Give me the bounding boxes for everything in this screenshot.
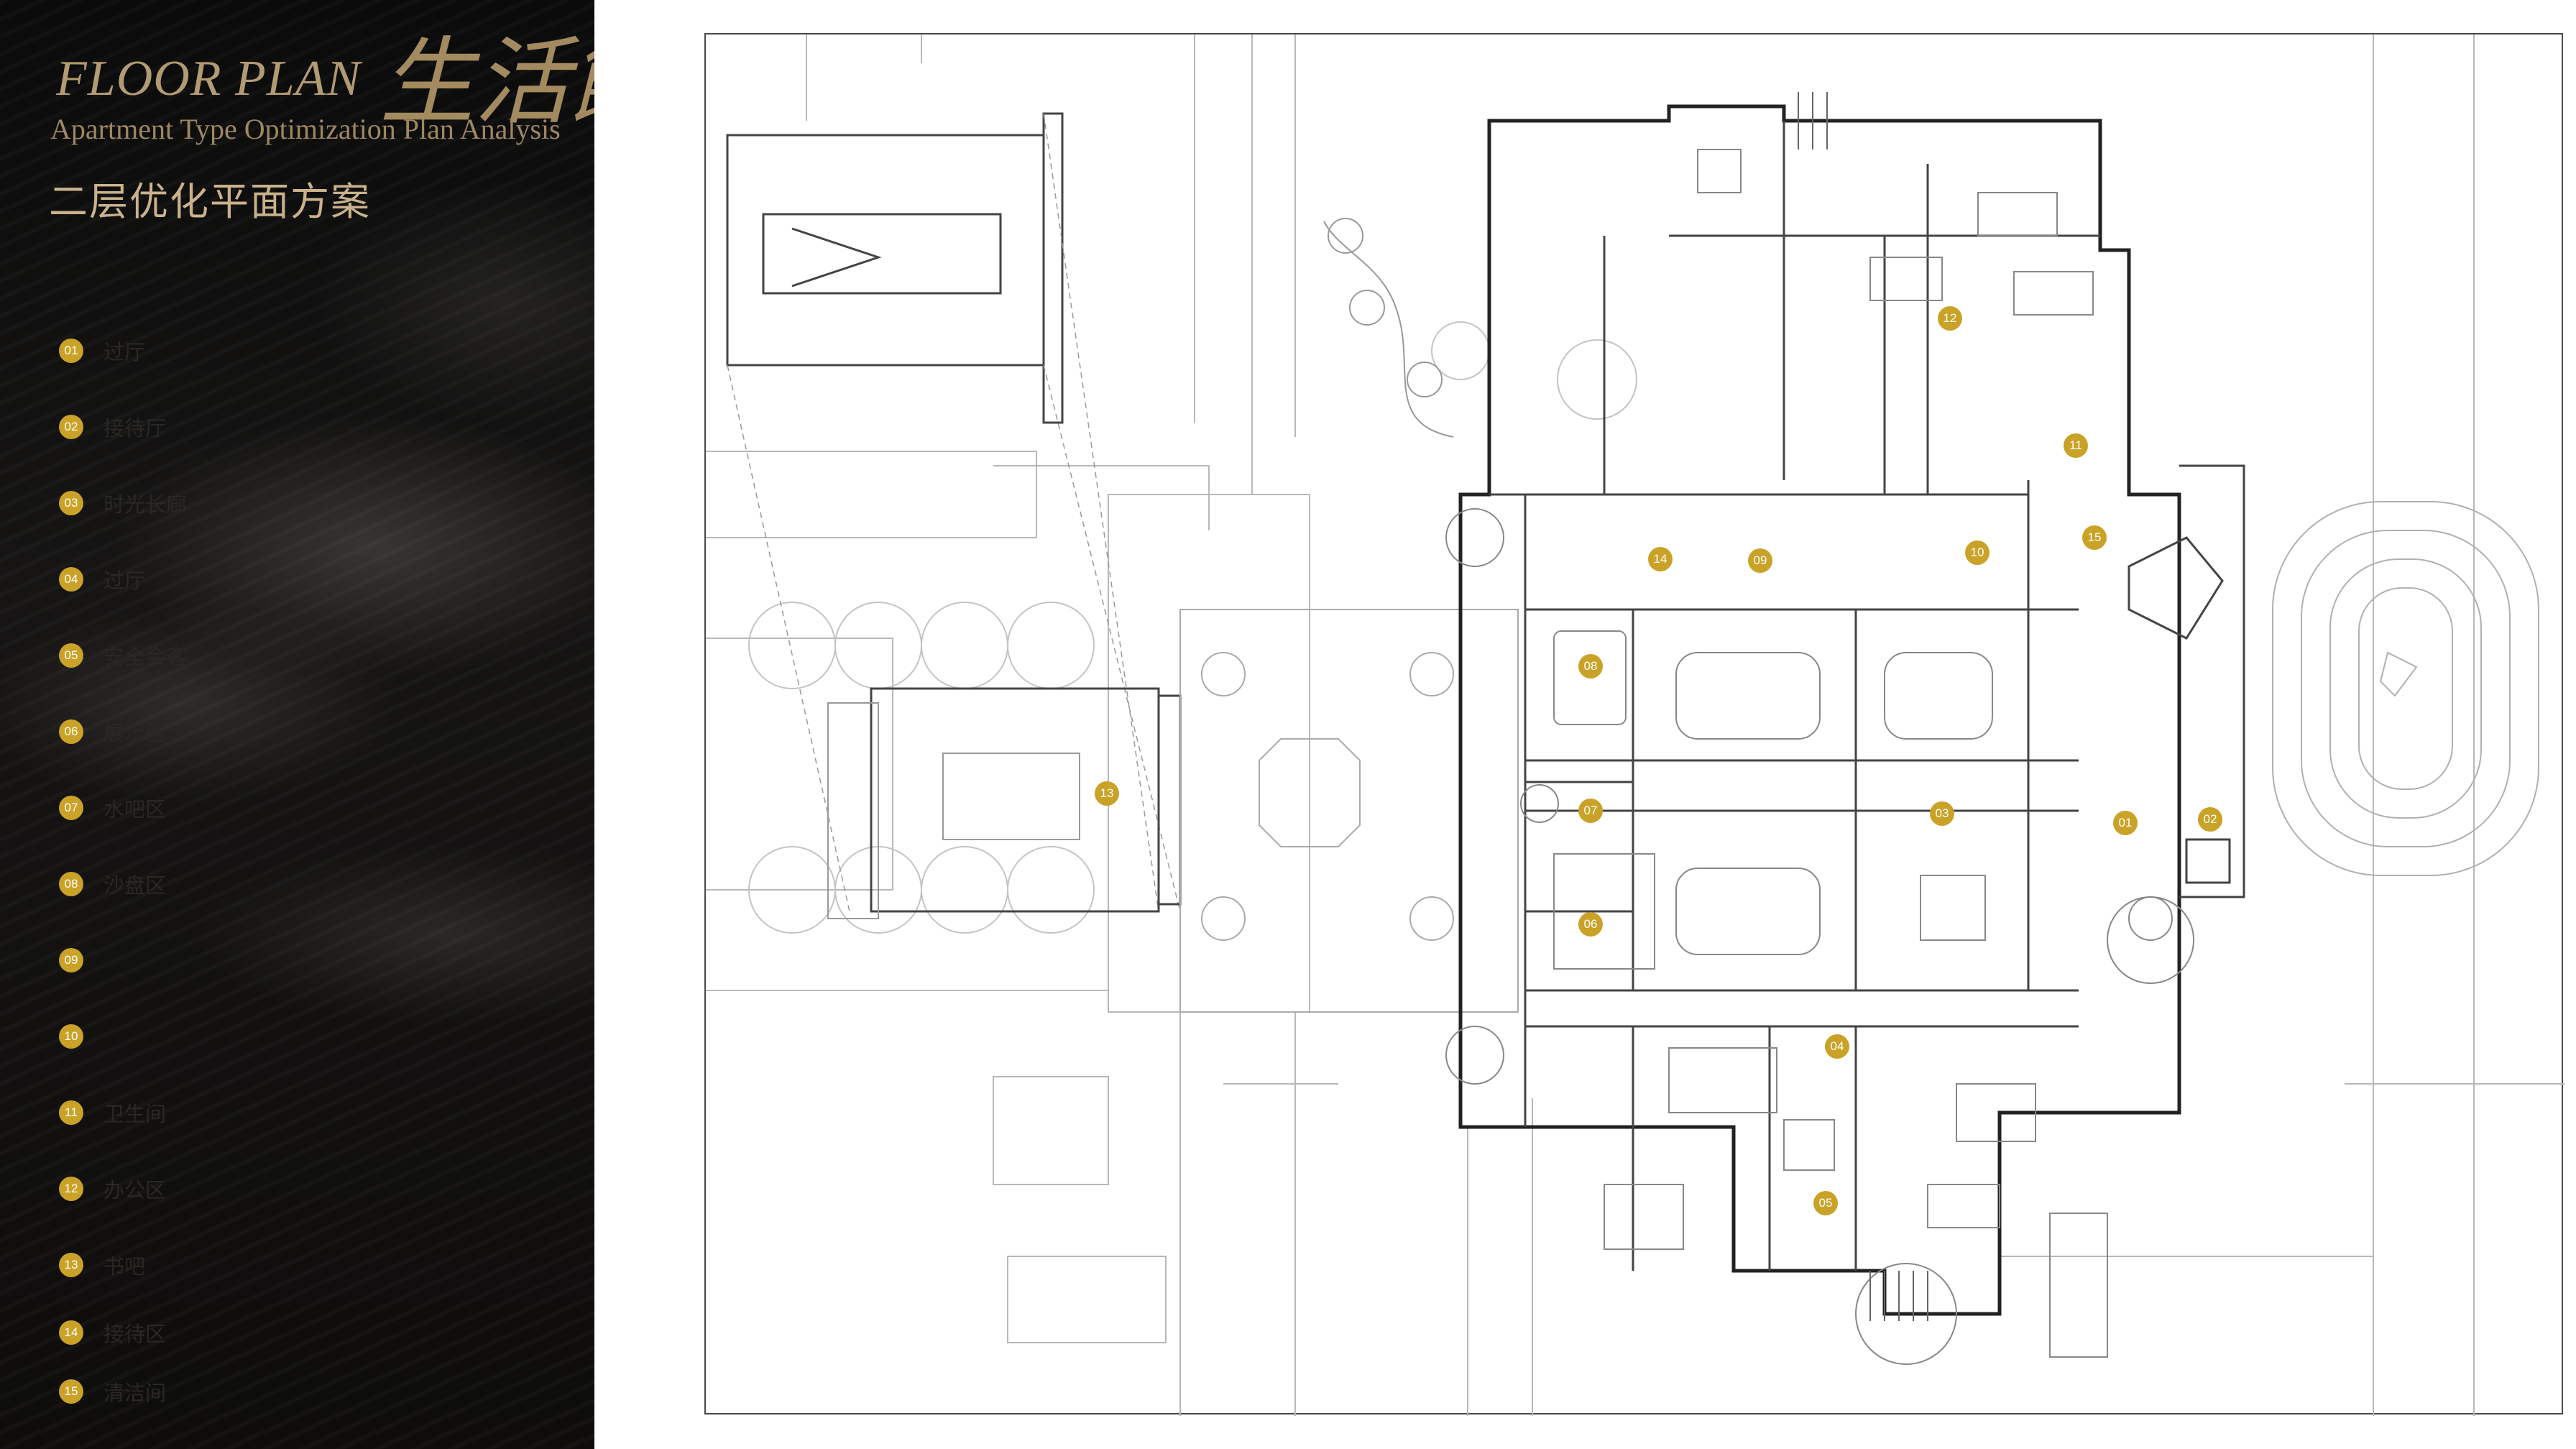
legend-item: 06 展示区 bbox=[59, 717, 166, 746]
subtitle: Apartment Type Optimization Plan Analysi… bbox=[50, 113, 561, 145]
legend-item: 09 bbox=[59, 946, 104, 975]
legend-label: 沙盘区 bbox=[104, 873, 167, 898]
legend-label: 接待区 bbox=[104, 1322, 167, 1346]
plan-marker: 07 bbox=[1578, 799, 1603, 823]
legend-number: 06 bbox=[59, 719, 83, 744]
legend-item: 05 安全会客 bbox=[59, 641, 187, 670]
legend-label: 过厅 bbox=[104, 569, 146, 593]
legend-label: 过厅 bbox=[104, 340, 146, 364]
plan-marker: 04 bbox=[1825, 1034, 1849, 1059]
legend-item: 11 卫生间 bbox=[59, 1098, 166, 1127]
legend-label: 安全会客 bbox=[104, 645, 188, 669]
legend-item: 08 沙盘区 bbox=[59, 870, 166, 898]
title-chinese: 生活館 bbox=[380, 27, 594, 138]
title-floor-plan: FLOOR PLAN bbox=[56, 51, 362, 106]
legend-label: 展示区 bbox=[104, 721, 167, 745]
legend-item: 10 bbox=[59, 1022, 104, 1051]
plan-marker: 15 bbox=[2082, 525, 2107, 550]
legend-item: 12 办公区 bbox=[59, 1174, 166, 1203]
legend-item: 01 过厅 bbox=[59, 336, 145, 365]
left-panel: 生活館 FLOOR PLAN Apartment Type Optimizati… bbox=[0, 0, 594, 1449]
legend-number: 10 bbox=[59, 1024, 83, 1049]
plan-marker: 11 bbox=[2064, 433, 2088, 458]
plan-marker: 06 bbox=[1578, 912, 1603, 937]
plan-marker: 08 bbox=[1578, 654, 1603, 678]
legend-item: 07 水吧区 bbox=[59, 794, 166, 822]
legend-item: 03 时光长廊 bbox=[59, 489, 187, 518]
legend-number: 03 bbox=[59, 491, 83, 515]
legend-number: 09 bbox=[59, 948, 83, 972]
plan-marker: 01 bbox=[2113, 811, 2138, 835]
legend-label: 书吧 bbox=[104, 1254, 146, 1279]
plan-marker: 03 bbox=[1930, 801, 1954, 826]
legend-number: 02 bbox=[59, 415, 83, 439]
legend-label: 时光长廊 bbox=[104, 492, 188, 517]
plan-marker: 14 bbox=[1648, 547, 1673, 571]
legend-number: 01 bbox=[59, 339, 83, 363]
legend-number: 04 bbox=[59, 567, 83, 592]
legend-label: 水吧区 bbox=[104, 797, 167, 822]
floor-plan-drawing: 01 02 03 04 05 06 07 08 09 10 11 12 13 1… bbox=[704, 33, 2564, 1416]
legend-label: 办公区 bbox=[104, 1178, 167, 1202]
plan-marker: 09 bbox=[1748, 548, 1772, 573]
legend-number: 15 bbox=[59, 1379, 83, 1404]
plan-marker: 13 bbox=[1095, 781, 1119, 806]
legend-item: 15 清洁间 bbox=[59, 1377, 166, 1406]
legend-number: 14 bbox=[59, 1320, 83, 1345]
legend-number: 07 bbox=[59, 796, 83, 820]
legend-label: 卫生间 bbox=[104, 1102, 167, 1126]
plan-marker: 12 bbox=[1938, 306, 1962, 331]
legend-number: 05 bbox=[59, 643, 83, 668]
floor-plan-lines bbox=[706, 34, 2564, 1416]
legend-number: 08 bbox=[59, 872, 83, 896]
legend-item: 04 过厅 bbox=[59, 565, 145, 594]
legend-label: 清洁间 bbox=[104, 1381, 167, 1405]
plan-marker: 05 bbox=[1813, 1191, 1838, 1215]
legend-number: 11 bbox=[59, 1100, 83, 1125]
legend-number: 12 bbox=[59, 1177, 83, 1201]
legend-item: 14 接待区 bbox=[59, 1318, 166, 1347]
legend-label: 接待厅 bbox=[104, 416, 167, 441]
page-title: 二层优化平面方案 bbox=[49, 179, 371, 224]
plan-marker: 10 bbox=[1965, 540, 1990, 565]
legend-item: 13 书吧 bbox=[59, 1251, 145, 1279]
plan-marker: 02 bbox=[2198, 807, 2222, 832]
legend-item: 02 接待厅 bbox=[59, 413, 166, 441]
legend-number: 13 bbox=[59, 1253, 83, 1277]
